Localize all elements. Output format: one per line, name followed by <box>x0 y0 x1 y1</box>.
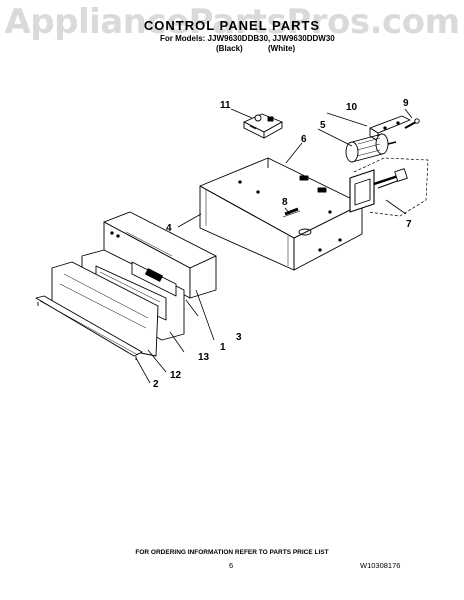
color-black-label: (Black) <box>216 44 243 53</box>
callout-13: 13 <box>198 352 210 363</box>
page-number: 6 <box>229 561 234 570</box>
blower-fan-part <box>345 133 397 163</box>
callout-12: 12 <box>170 370 182 381</box>
leader-lines <box>135 108 413 384</box>
motor-assembly-part <box>349 157 429 217</box>
callout-7: 7 <box>406 219 412 230</box>
connector-part <box>282 207 301 218</box>
document-number: W10308176 <box>360 561 401 570</box>
callout-2: 2 <box>153 379 159 390</box>
page-title: CONTROL PANEL PARTS <box>143 18 321 33</box>
callout-9: 9 <box>403 98 409 109</box>
models-line: For Models: JJW9630DDB30, JJW9630DDW30 <box>160 34 335 43</box>
trim-strip-part <box>35 295 143 360</box>
callout-8: 8 <box>282 197 288 208</box>
color-white-label: (White) <box>268 44 296 53</box>
callout-6: 6 <box>301 134 307 145</box>
bracket-part <box>369 115 411 142</box>
callout-5: 5 <box>320 120 326 131</box>
switch-part <box>243 113 283 139</box>
control-housing-part <box>103 211 217 299</box>
chassis-part <box>199 157 363 271</box>
callout-4: 4 <box>166 223 172 234</box>
callout-labels: 11 10 9 5 6 8 4 7 3 1 13 12 2 <box>153 98 412 390</box>
ordering-note: FOR ORDERING INFORMATION REFER TO PARTS … <box>135 549 329 556</box>
callout-3: 3 <box>236 332 242 343</box>
callout-1: 1 <box>220 342 226 353</box>
callout-11: 11 <box>220 100 231 111</box>
callout-10: 10 <box>346 102 358 113</box>
watermark: AppliancePartsPros.com <box>4 2 460 42</box>
screw-part <box>404 118 420 129</box>
